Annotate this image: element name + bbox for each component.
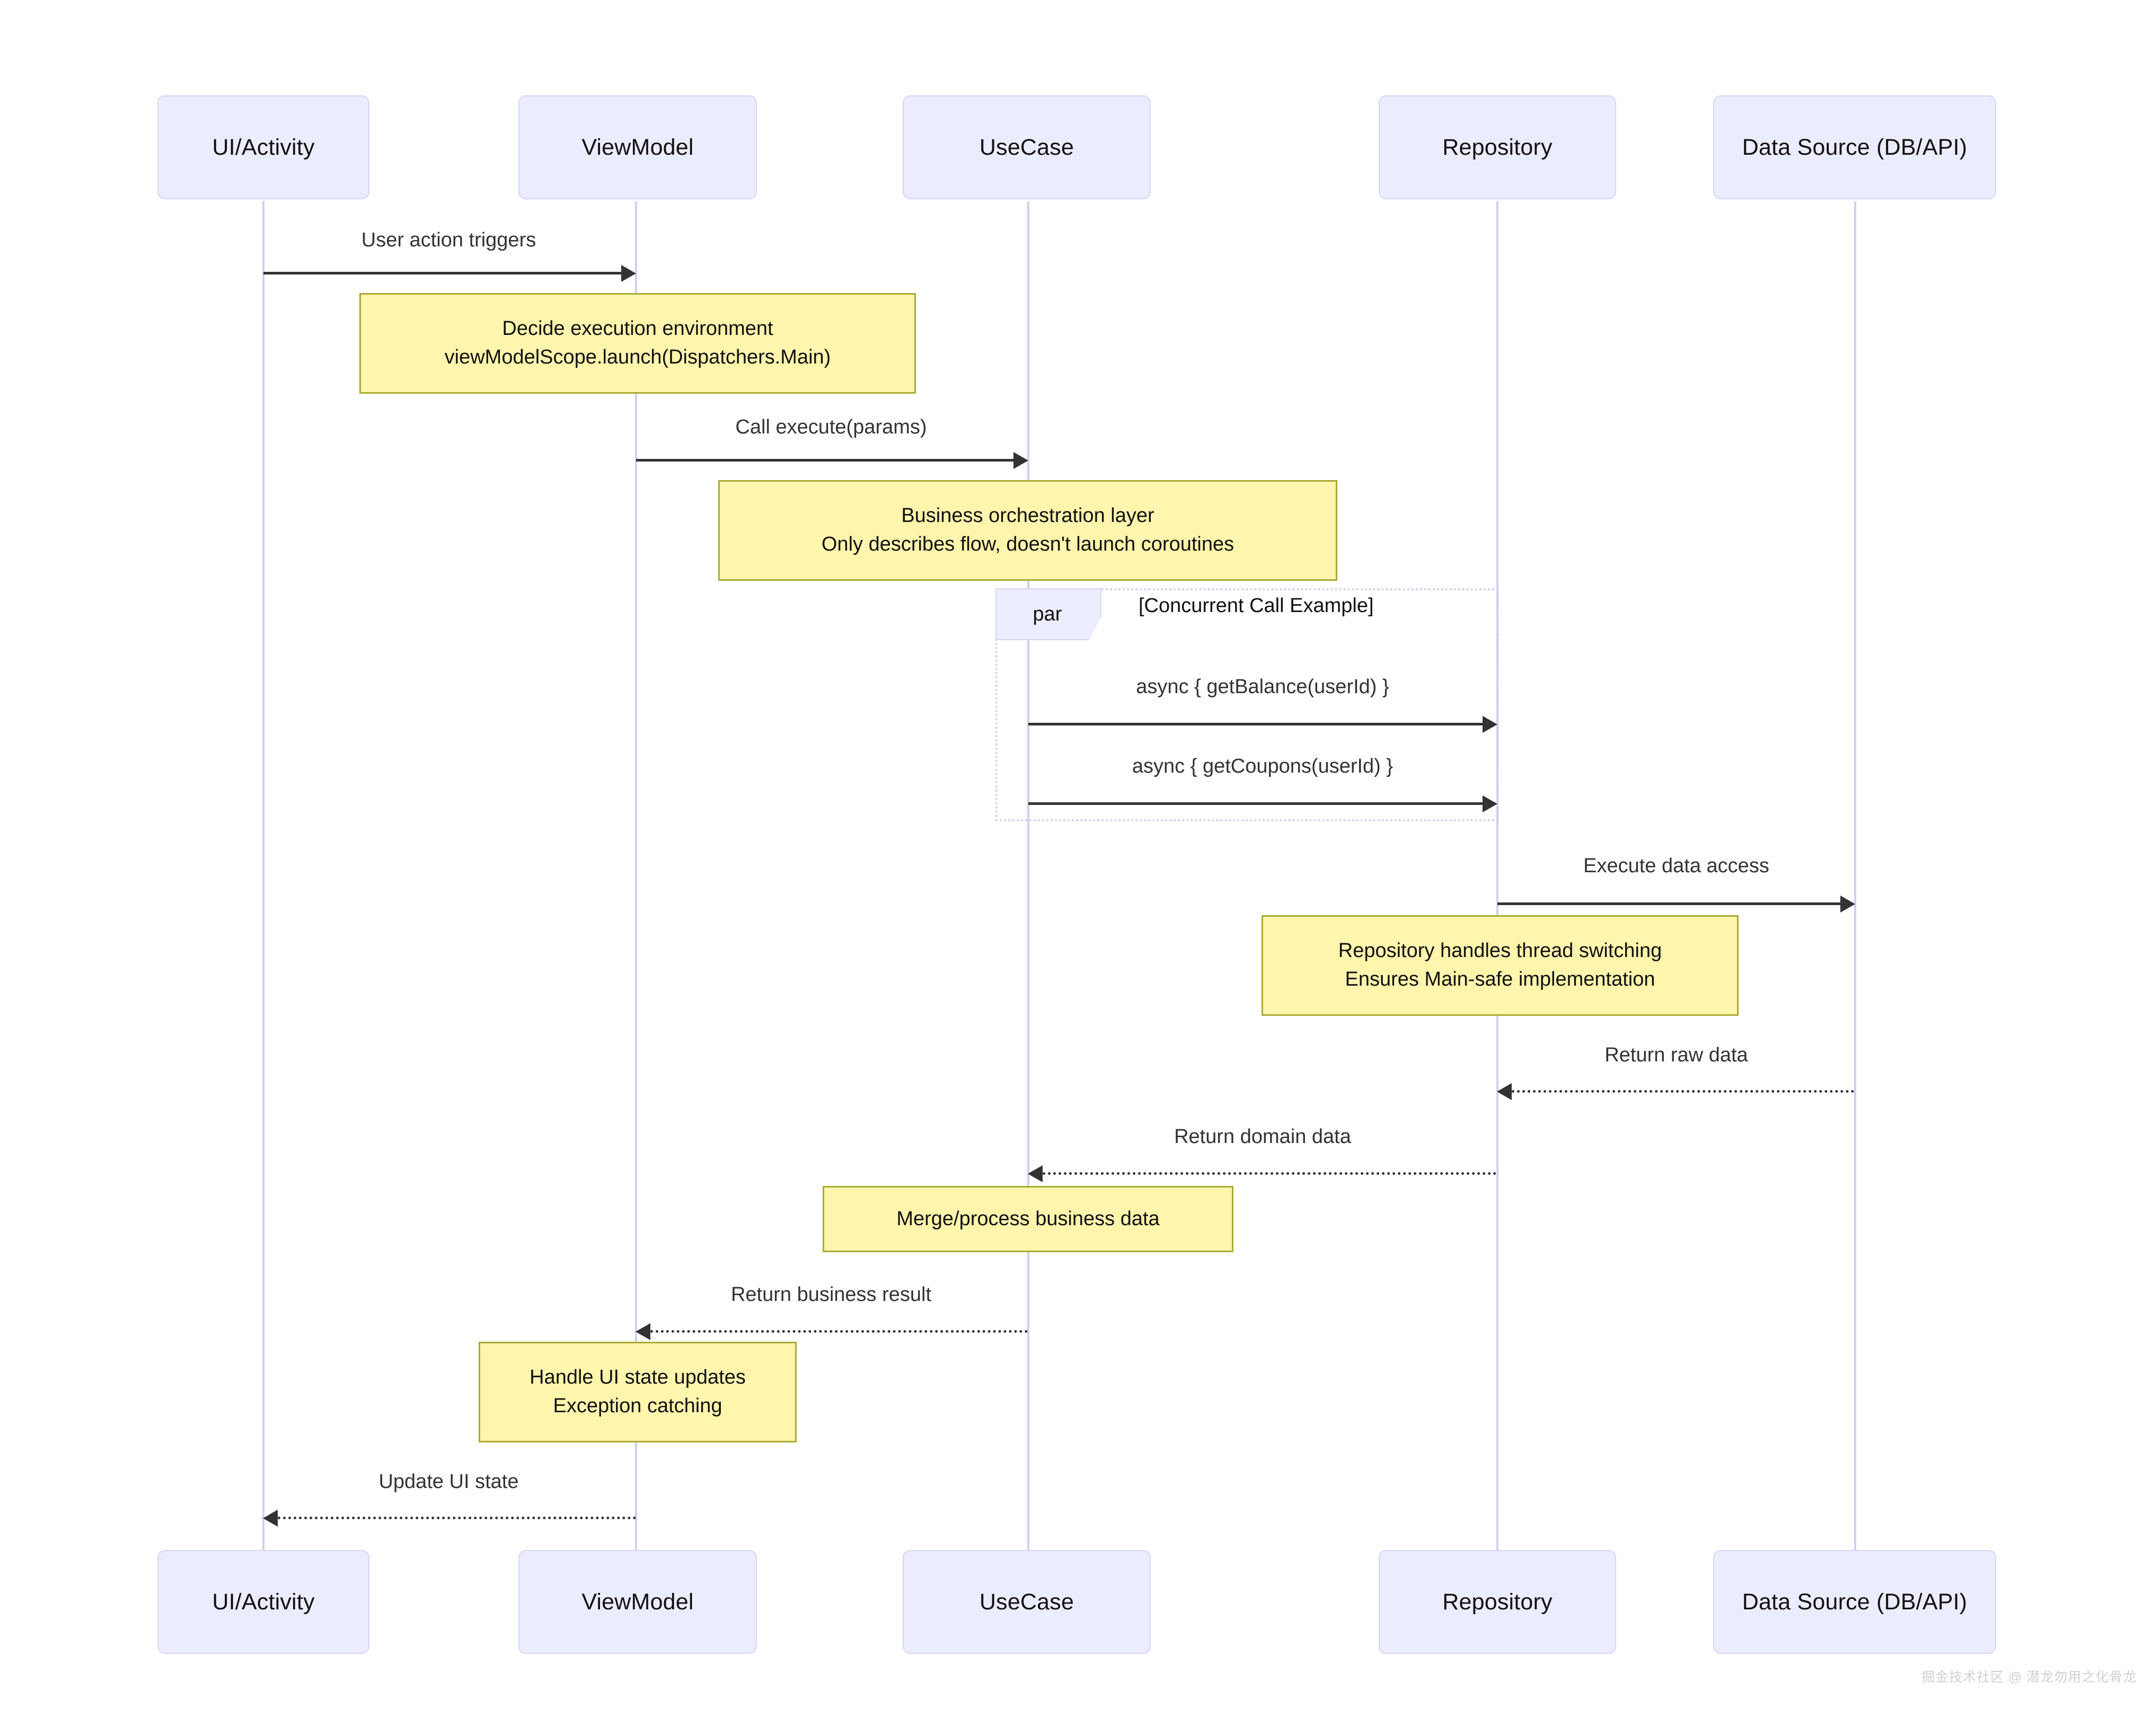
lifeline-repository [1496,201,1498,1550]
note-line: Business orchestration layer [901,504,1154,527]
note-line: Only describes flow, doesn't launch coro… [821,533,1234,555]
arrowhead-right-user-action-triggers [621,265,636,282]
participant-ui-activity-top[interactable]: UI/Activity [157,95,369,199]
participant-label: UseCase [979,134,1074,160]
message-line-execute-data-access [1497,902,1841,905]
arrowhead-left-return-raw-data [1497,1083,1512,1100]
participant-label: Data Source (DB/API) [1742,134,1968,160]
message-label-return-domain-data: Return domain data [1174,1126,1351,1148]
note-line: viewModelScope.launch(Dispatchers.Main) [444,346,831,368]
arrowhead-right-execute-data-access [1840,896,1855,913]
participant-data-source-bottom[interactable]: Data Source (DB/API) [1713,1550,1996,1654]
participant-data-source-top[interactable]: Data Source (DB/API) [1713,95,1996,199]
arrowhead-right-async-get-balance [1483,716,1497,733]
message-line-call-execute [636,459,1014,462]
arrowhead-left-update-ui-state [263,1510,278,1527]
participant-repository-top[interactable]: Repository [1379,95,1616,199]
note-line: Merge/process business data [896,1207,1160,1230]
message-label-call-execute: Call execute(params) [735,416,927,438]
fragment-par-concurrent-call [995,588,1499,821]
fragment-condition-label: [Concurrent Call Example] [1139,595,1374,617]
participant-viewmodel-top[interactable]: ViewModel [518,95,757,199]
message-label-async-get-balance: async { getBalance(userId) } [1136,676,1389,698]
arrowhead-left-return-business-result [636,1323,650,1340]
note-line: Ensures Main-safe implementation [1345,968,1655,990]
message-label-return-business-result: Return business result [730,1283,932,1306]
message-line-async-get-balance [1028,723,1483,725]
fragment-operator-label: par [1033,603,1062,625]
message-line-async-get-coupons [1028,802,1483,805]
arrowhead-left-return-domain-data [1028,1165,1043,1182]
message-line-return-business-result [650,1330,1028,1333]
participant-label: ViewModel [581,134,694,160]
arrowhead-right-call-execute [1013,452,1028,469]
fragment-operator-tag-par: par [995,588,1101,640]
watermark-text: 掘金技术社区 @ 潜龙勿用之化骨龙 [1921,1670,2137,1685]
participant-label: UI/Activity [212,1589,315,1615]
note-business-orchestration-layer: Business orchestration layer Only descri… [718,480,1337,581]
participant-label: Repository [1442,1589,1553,1615]
message-label-user-action-triggers: User action triggers [361,229,536,251]
note-line: Decide execution environment [502,317,773,340]
arrowhead-right-async-get-coupons [1483,795,1497,812]
message-line-update-ui-state [278,1517,636,1519]
message-label-update-ui-state: Update UI state [378,1471,519,1493]
participant-repository-bottom[interactable]: Repository [1379,1550,1616,1654]
message-line-user-action-triggers [263,272,622,274]
participant-label: Data Source (DB/API) [1742,1589,1968,1615]
participant-label: UI/Activity [212,134,315,160]
note-repository-thread-switching: Repository handles thread switching Ensu… [1262,915,1739,1016]
participant-usecase-bottom[interactable]: UseCase [903,1550,1151,1654]
participant-viewmodel-bottom[interactable]: ViewModel [518,1550,757,1654]
note-line: Repository handles thread switching [1338,940,1662,962]
note-line: Handle UI state updates [530,1366,746,1389]
note-decide-execution-environment: Decide execution environment viewModelSc… [359,293,916,394]
participant-label: ViewModel [581,1589,694,1615]
message-label-return-raw-data: Return raw data [1604,1044,1748,1066]
message-label-async-get-coupons: async { getCoupons(userId) } [1132,755,1394,777]
note-line: Exception catching [553,1395,722,1417]
lifeline-viewmodel [635,201,637,1550]
message-label-execute-data-access: Execute data access [1583,855,1769,877]
lifeline-ui-activity [262,201,264,1550]
note-merge-process-business-data: Merge/process business data [823,1186,1233,1252]
participant-usecase-top[interactable]: UseCase [903,95,1151,199]
message-line-return-raw-data [1512,1090,1854,1093]
participant-label: UseCase [979,1589,1074,1615]
participant-ui-activity-bottom[interactable]: UI/Activity [157,1550,369,1654]
message-line-return-domain-data [1043,1172,1496,1175]
participant-label: Repository [1442,134,1553,160]
lifeline-data-source [1854,201,1856,1550]
note-handle-ui-state-updates: Handle UI state updates Exception catchi… [479,1342,797,1442]
lifeline-usecase [1027,201,1029,1550]
